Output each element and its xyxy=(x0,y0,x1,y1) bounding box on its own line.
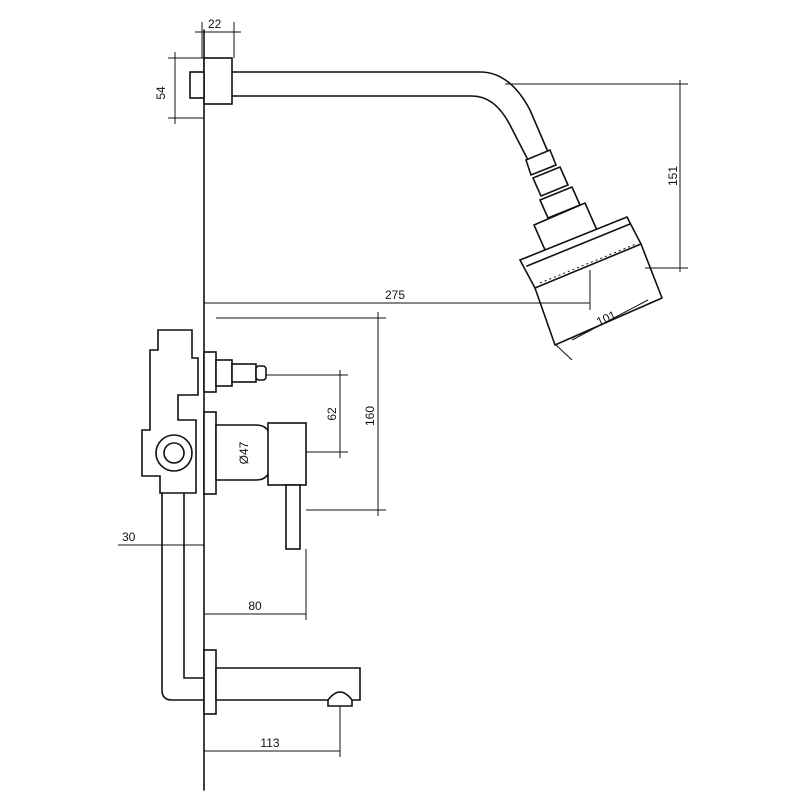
valve-outlet-port xyxy=(163,442,185,464)
handle-lever xyxy=(285,484,301,550)
spout-wall-flange xyxy=(203,649,217,715)
outlet-tip xyxy=(255,365,267,381)
dim-outlet-offset: 62 xyxy=(325,407,339,421)
dim-body-height: 160 xyxy=(363,406,377,426)
shower-arm-bottom-edge xyxy=(231,95,529,161)
shower-head-nozzles xyxy=(539,243,637,284)
dim-flange-height: 54 xyxy=(154,86,168,100)
handle-escutcheon xyxy=(203,411,217,495)
spout-supply-pipe-inner xyxy=(183,492,205,679)
concealed-mixer-body xyxy=(141,329,205,701)
arm-swivel-ball xyxy=(531,165,570,198)
outlet-fitting xyxy=(231,363,257,383)
dim-pipe-offset: 30 xyxy=(122,530,136,544)
dim-head-diameter: 101 xyxy=(594,308,618,329)
handle-hub xyxy=(267,422,307,486)
mixer-handle xyxy=(203,411,307,550)
dimension-labels: 22 54 151 275 101 160 62 Ø47 80 30 113 xyxy=(122,17,680,750)
dim-shower-reach: 275 xyxy=(385,288,405,302)
shower-outlet-connector xyxy=(203,351,267,393)
bath-spout xyxy=(203,649,361,715)
shower-arm-top-edge xyxy=(231,71,549,153)
dim-wall-thickness: 22 xyxy=(208,17,222,31)
spout-supply-pipe-outer xyxy=(161,492,205,701)
dimension-lines xyxy=(118,22,688,757)
shower-head-face xyxy=(534,243,663,346)
dim-handle-projection: 80 xyxy=(248,599,262,613)
shower-arm-assembly xyxy=(189,57,663,346)
outlet-nut xyxy=(215,359,233,387)
dim-handle-diameter: Ø47 xyxy=(237,441,251,464)
dim-shower-drop: 151 xyxy=(666,166,680,186)
shower-head-rim-line xyxy=(526,223,631,267)
outlet-flange xyxy=(203,351,217,393)
dim-spout-projection: 113 xyxy=(260,736,279,750)
arm-wall-flange xyxy=(203,57,233,105)
arm-wall-connector xyxy=(189,71,205,99)
spout-aerator xyxy=(327,691,353,707)
arm-swivel-nut xyxy=(525,148,558,177)
